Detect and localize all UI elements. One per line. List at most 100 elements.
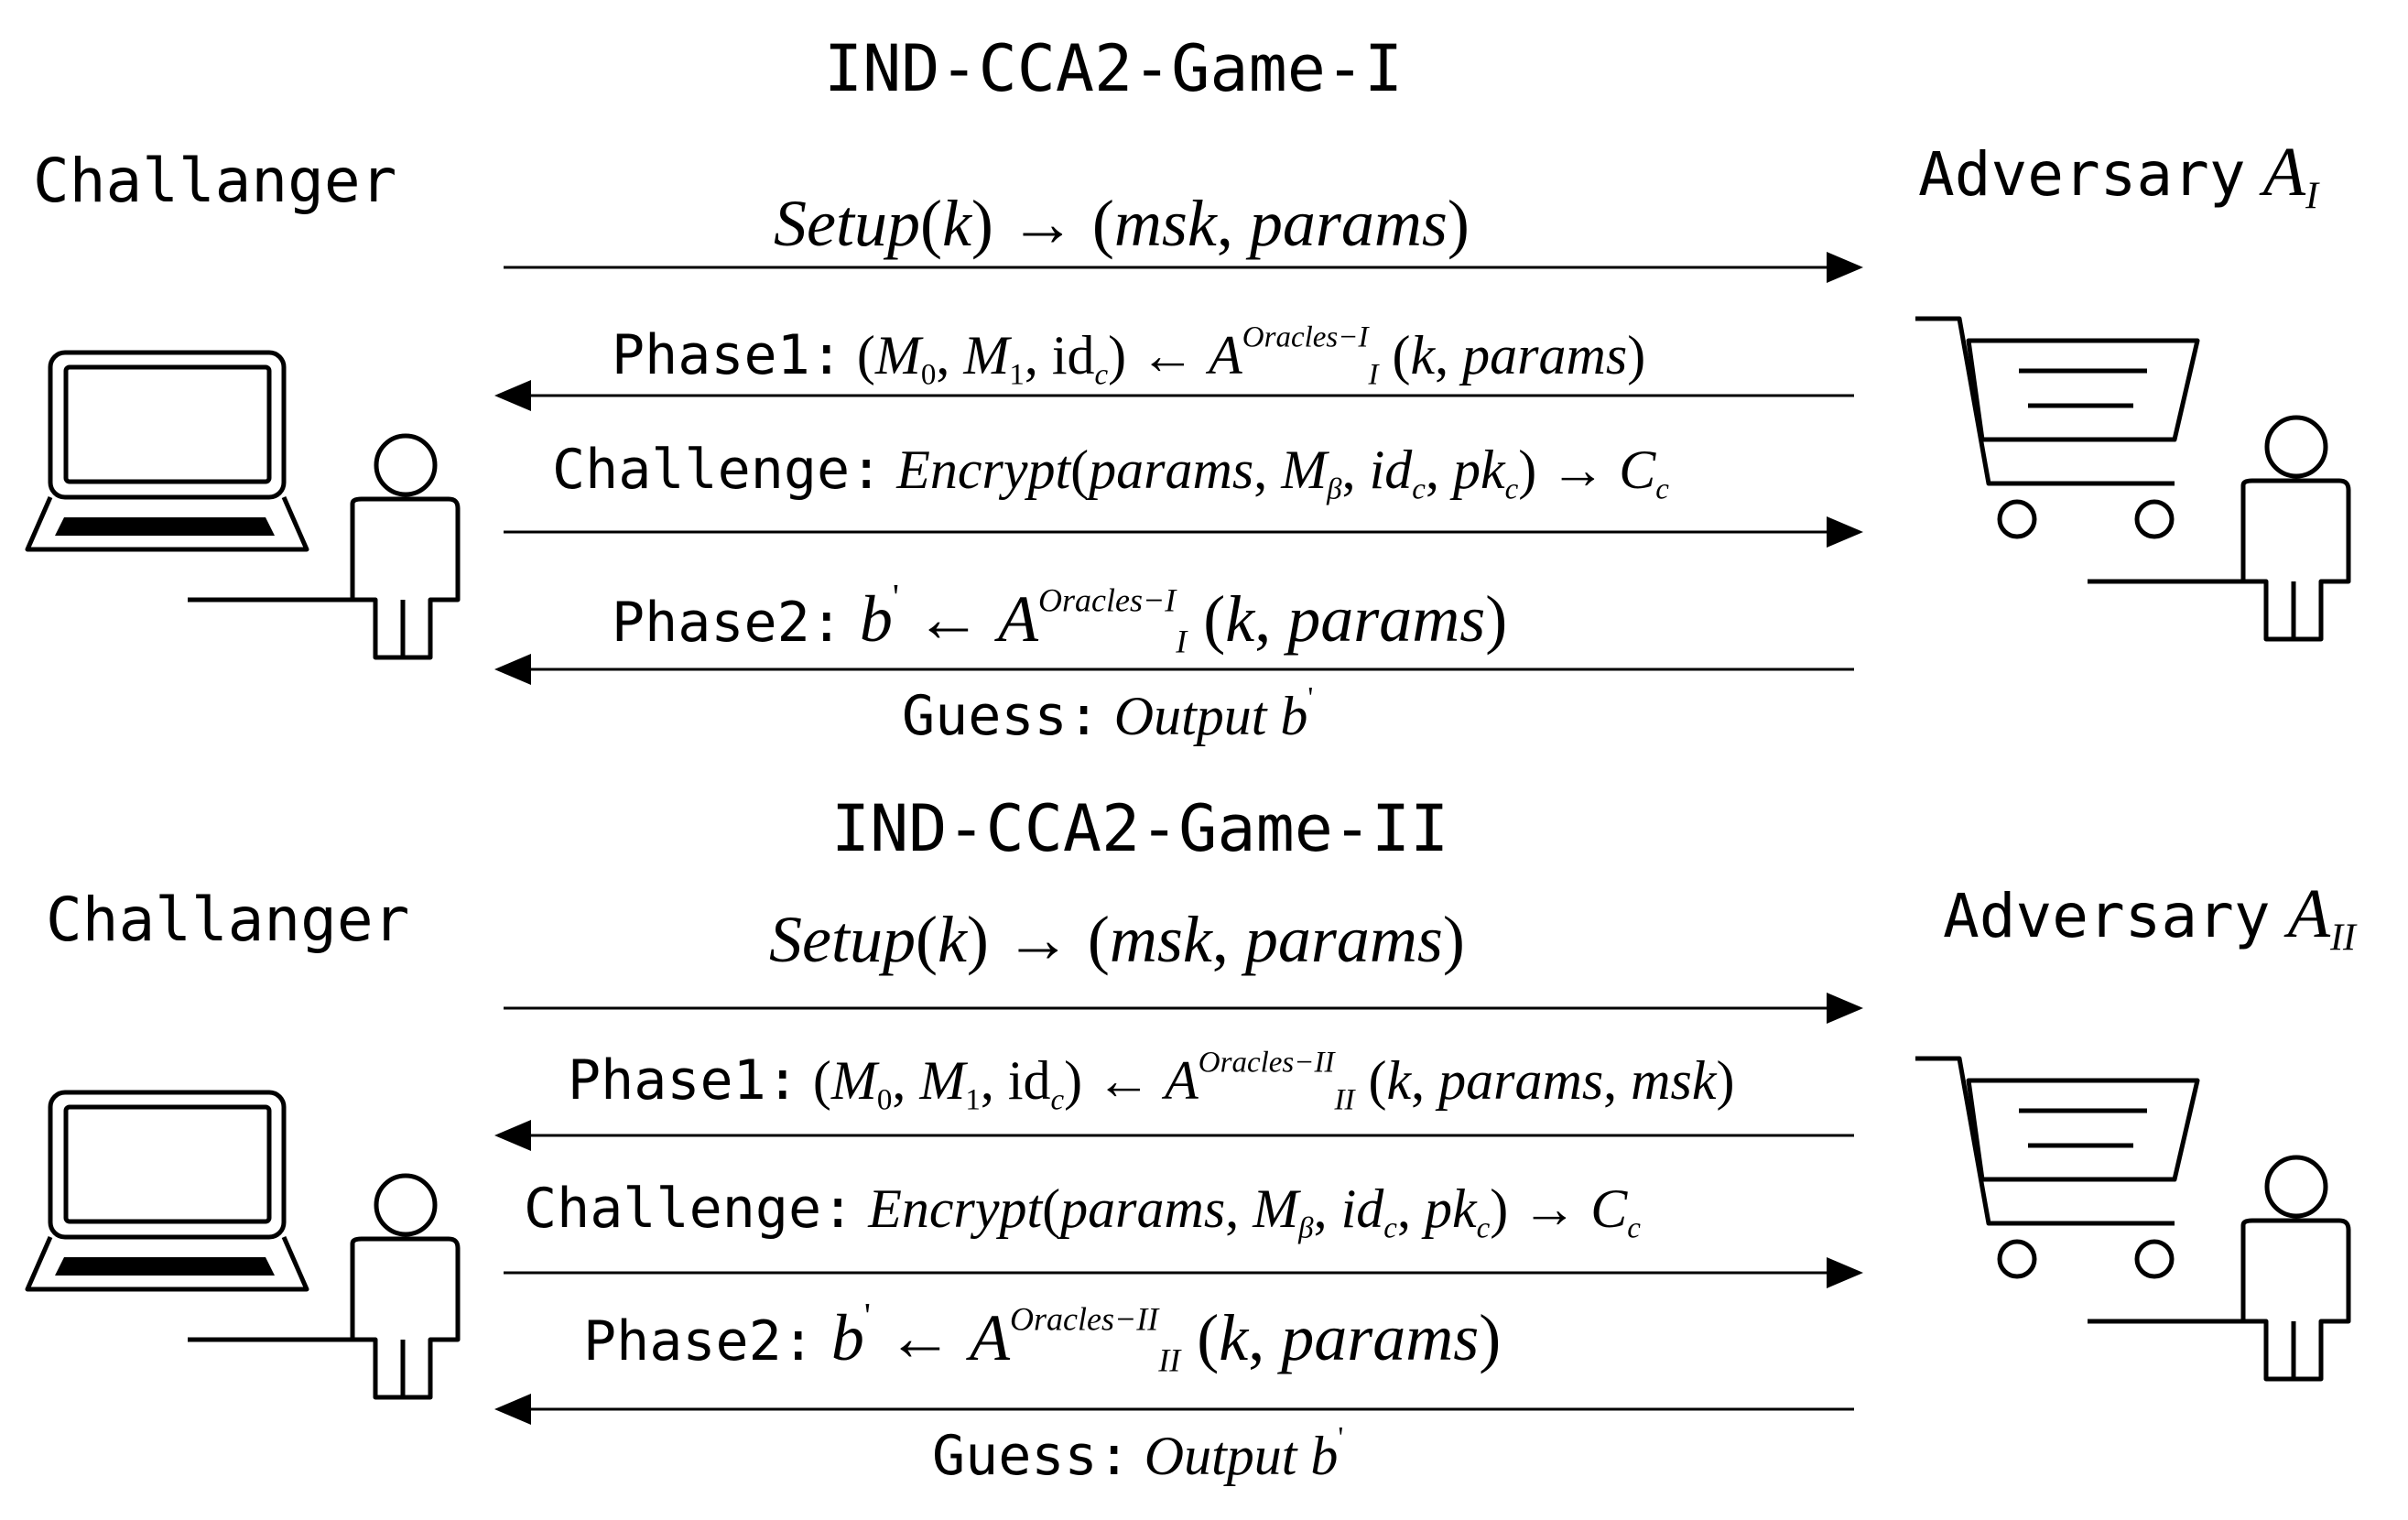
oracle-subscript: II <box>1334 1083 1355 1117</box>
guess-label: Guess: <box>932 1424 1131 1488</box>
arrowhead-left <box>494 1120 531 1151</box>
oracle-subscript: I <box>1176 623 1188 660</box>
adversary-icons-game2 <box>1915 1056 2351 1382</box>
game1-phase2-message: Phase2: b' ← AOracles−II (k, params) <box>612 576 1508 660</box>
pk: pk <box>1452 440 1505 500</box>
arg-params: params <box>1060 1178 1226 1239</box>
encrypt-fn: Encrypt <box>868 1178 1043 1239</box>
phase1-label: Phase1: <box>568 1048 799 1113</box>
adversary-label-text: Adversary <box>1943 881 2271 951</box>
arg-k: k <box>1386 1050 1412 1111</box>
adversary-icons-game1 <box>1915 316 2351 642</box>
id: id <box>1007 1050 1051 1111</box>
arrowhead-right <box>1827 252 1863 283</box>
arg-params: params <box>1287 582 1486 656</box>
challenge-label: Challenge: <box>524 1177 855 1241</box>
game1-challenger-label: Challanger <box>33 146 397 216</box>
game2-title: IND-CCA2-Game-II <box>831 791 1449 866</box>
person-icon <box>2088 415 2351 642</box>
phase2-arrow-symbol: ← <box>916 582 982 656</box>
game1-challenge-message: Challenge: Encrypt(params, Mβ, idc, pkc)… <box>552 438 1669 506</box>
arg-params: params <box>1089 440 1254 500</box>
arg-params: params <box>1281 1301 1480 1374</box>
adversary-symbol: A <box>2287 875 2331 952</box>
setup-out-msk: msk <box>1109 903 1212 976</box>
ciphertext: C <box>1619 440 1656 500</box>
challenge-arrow-symbol: → <box>1550 440 1606 500</box>
setup-arg: k <box>941 187 971 260</box>
guess-output: Output <box>1113 686 1267 746</box>
person-icon <box>2088 1155 2351 1382</box>
setup-fn: Setup <box>769 903 916 976</box>
oracle-subscript: I <box>1368 358 1379 392</box>
m1: M <box>919 1050 966 1111</box>
b-prime: ' <box>1307 681 1314 715</box>
adversary-symbol: A <box>2262 134 2306 211</box>
guess-label: Guess: <box>902 684 1101 748</box>
arrowhead-right <box>1827 1257 1863 1288</box>
setup-arrow-symbol: → <box>1004 903 1071 976</box>
arg-k: k <box>1225 582 1255 656</box>
oracle-superscript: Oracles−I <box>1038 581 1177 619</box>
setup-out-params: params <box>1249 187 1448 260</box>
id: id <box>1340 1178 1384 1239</box>
adversary-subscript: I <box>2305 175 2318 218</box>
m-beta: M <box>1281 440 1328 500</box>
m0: M <box>830 1050 877 1111</box>
person-icon <box>188 1173 461 1400</box>
b-prime: ' <box>1338 1421 1344 1455</box>
phase2-label: Phase2: <box>583 1309 815 1373</box>
game2-arrows <box>494 993 1863 1425</box>
arg-msk: msk <box>1631 1050 1717 1111</box>
arg-params: params <box>1438 1050 1604 1111</box>
game1-title: IND-CCA2-Game-I <box>824 31 1404 106</box>
m-beta-sub: β <box>1298 1211 1314 1245</box>
b-guess: b <box>859 582 893 656</box>
game2-adversary-label: Adversary AII <box>1943 879 2356 958</box>
adversary-oracle: A <box>998 582 1038 656</box>
laptop-icon <box>25 1090 309 1292</box>
game2-guess-message: Guess: Output b' <box>932 1423 1343 1486</box>
oracle-superscript: Oracles−II <box>1010 1300 1159 1338</box>
phase2-label: Phase2: <box>612 591 843 655</box>
b-guess: b <box>1310 1426 1339 1486</box>
challenger-icons-game1 <box>25 350 461 660</box>
m1-sub: 1 <box>1009 358 1025 392</box>
game2-challenge-message: Challenge: Encrypt(params, Mβ, idc, pkc)… <box>524 1177 1641 1245</box>
ciphertext-sub: c <box>1655 472 1669 506</box>
m0-sub: 0 <box>920 358 937 392</box>
m-beta-sub: β <box>1327 472 1342 506</box>
arrowhead-right <box>1827 516 1863 548</box>
encrypt-fn: Encrypt <box>896 440 1071 500</box>
m0: M <box>874 325 921 385</box>
guess-output: Output <box>1144 1426 1297 1486</box>
challenge-arrow-symbol: → <box>1522 1178 1578 1239</box>
arrowhead-right <box>1827 993 1863 1024</box>
adversary-oracle: A <box>1165 1050 1199 1111</box>
setup-fn: Setup <box>774 187 920 260</box>
person-icon <box>188 433 461 660</box>
arg-params: params <box>1462 325 1628 385</box>
b-prime: ' <box>863 1295 872 1336</box>
game1-phase1-message: Phase1: (M0, M1, idc) ← AOracles−II (k, … <box>612 320 1646 392</box>
game2-setup-message: Setup(k) → (msk, params) <box>769 903 1465 976</box>
m-beta: M <box>1253 1178 1299 1239</box>
pk: pk <box>1424 1178 1477 1239</box>
arg-k: k <box>1219 1301 1249 1374</box>
m0-sub: 0 <box>876 1083 893 1117</box>
adversary-label-text: Adversary <box>1918 139 2246 210</box>
setup-arrow-symbol: → <box>1009 187 1076 260</box>
game1-guess-message: Guess: Output b' <box>902 683 1313 746</box>
b-guess: b <box>830 1301 864 1374</box>
adversary-oracle: A <box>970 1301 1010 1374</box>
id-sub: c <box>1050 1083 1065 1117</box>
pk-sub: c <box>1476 1211 1491 1245</box>
game1-adversary-label: Adversary AI <box>1918 137 2318 216</box>
phase1-arrow-symbol: ← <box>1096 1050 1152 1111</box>
arrowhead-left <box>494 380 531 411</box>
game1-setup-message: Setup(k) → (msk, params) <box>774 187 1470 260</box>
arg-k: k <box>1410 325 1436 385</box>
ciphertext: C <box>1590 1178 1628 1239</box>
oracle-subscript: II <box>1158 1341 1181 1379</box>
